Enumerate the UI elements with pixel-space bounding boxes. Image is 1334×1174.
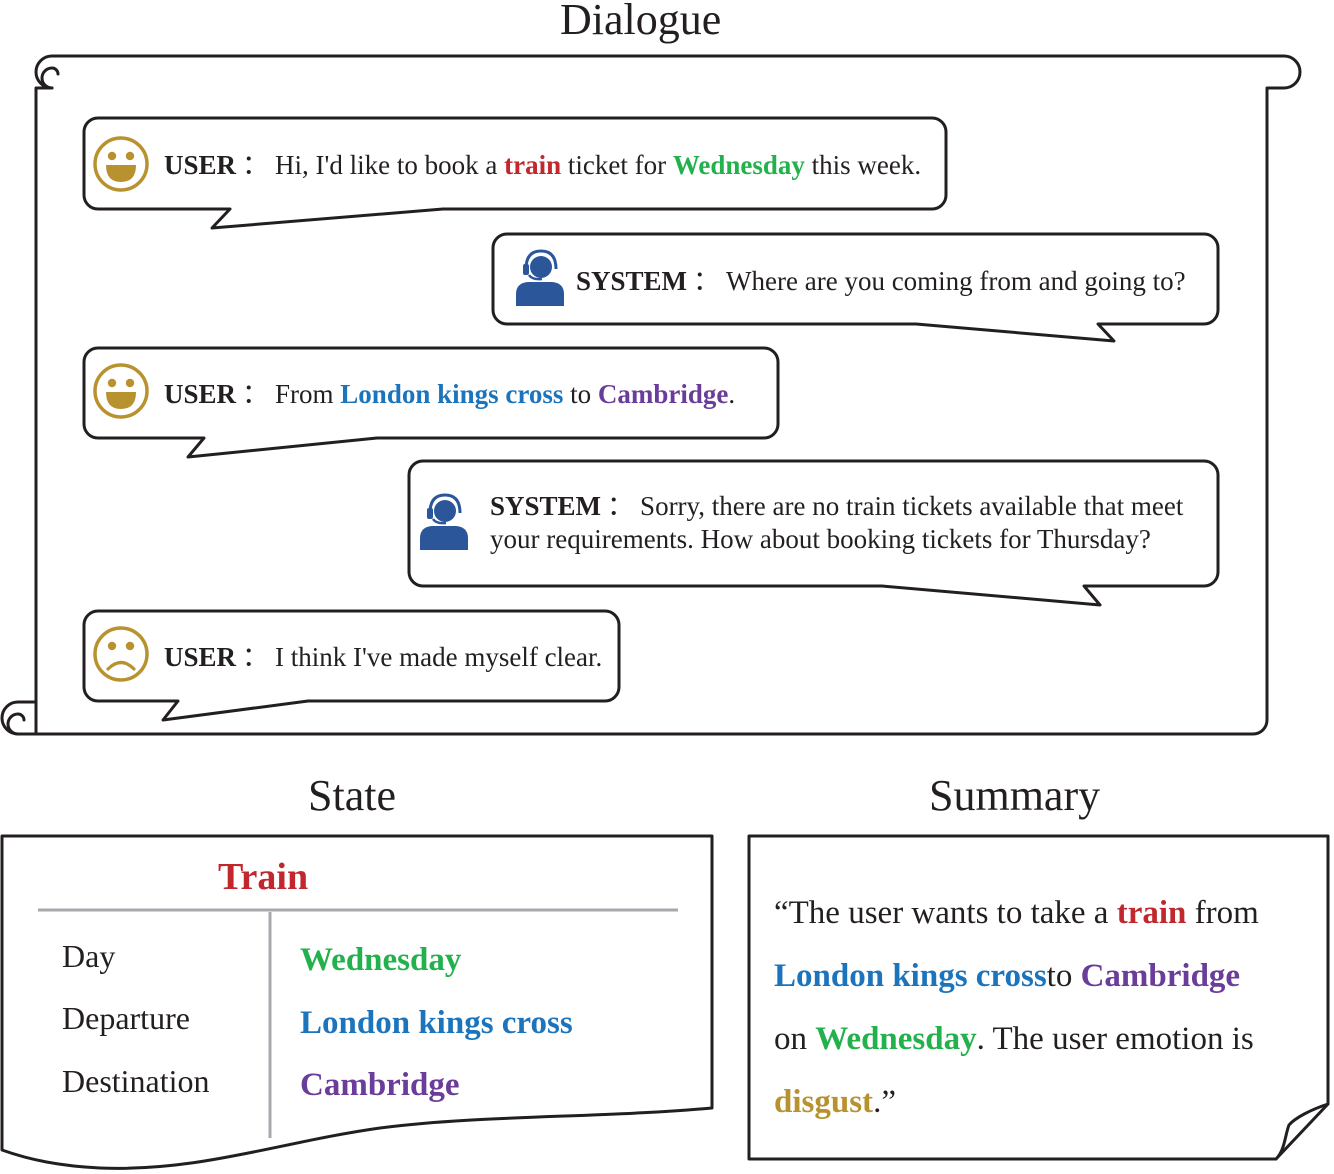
dialogue-turn-4: SYSTEM：Sorry, there are no train tickets… <box>490 490 1183 556</box>
dialogue-line: SYSTEM：Where are you coming from and goi… <box>576 265 1186 298</box>
dialogue-line: USER：I think I've made myself clear. <box>164 641 602 674</box>
text-run: Hi, I'd like to book a <box>275 150 505 180</box>
dialogue-line: your requirements. How about booking tic… <box>490 523 1183 556</box>
highlight-red: train <box>1116 895 1187 931</box>
sad-face-icon <box>93 626 149 682</box>
text-run: .” <box>873 1084 896 1120</box>
text-run: to <box>1046 958 1081 994</box>
dialogue-turn-1: USER：Hi, I'd like to book a train ticket… <box>164 149 921 182</box>
dialogue-turn-5: USER：I think I've made myself clear. <box>164 641 602 674</box>
speaker-label: USER <box>164 150 237 180</box>
summary-line-3: on Wednesday. The user emotion is <box>774 1021 1254 1058</box>
dialogue-line: USER：From London kings cross to Cambridg… <box>164 378 735 411</box>
text-run: Where are you coming from and going to? <box>726 266 1186 296</box>
speaker-separator: ： <box>242 150 270 180</box>
text-run: I think I've made myself clear. <box>275 642 603 672</box>
summary-page-fold <box>1274 1102 1330 1161</box>
highlight-purple: Cambridge <box>1080 958 1241 994</box>
text-run: “The user wants to take a <box>774 895 1117 931</box>
speech-bubble-4 <box>407 459 1220 607</box>
state-domain: Train <box>218 856 309 898</box>
speaker-separator: ： <box>693 266 721 296</box>
highlight-blue: London kings cross <box>774 958 1047 994</box>
dialogue-title: Dialogue <box>560 0 722 44</box>
text-run: on <box>774 1021 816 1057</box>
dialogue-turn-2: SYSTEM：Where are you coming from and goi… <box>576 265 1186 298</box>
state-slot-destination-value: Cambridge <box>300 1067 460 1103</box>
speech-bubble-3 <box>82 346 780 459</box>
speech-bubble-1 <box>82 116 948 230</box>
summary-line-1: “The user wants to take a train from <box>774 895 1259 932</box>
summary-page-outline <box>747 834 1330 1161</box>
dialogue-line: USER：Hi, I'd like to book a train ticket… <box>164 149 921 182</box>
speaker-separator: ： <box>242 379 270 409</box>
text-run: From <box>275 379 341 409</box>
highlight-purple: Cambridge <box>597 379 729 409</box>
summary-line-4: disgust.” <box>774 1084 896 1121</box>
speaker-separator: ： <box>607 491 635 521</box>
agent-headset-icon <box>420 493 468 550</box>
state-slot-departure-label: Departure <box>62 1000 190 1036</box>
highlight-green: Wednesday <box>672 150 805 180</box>
dialogue-turn-3: USER：From London kings cross to Cambridg… <box>164 378 735 411</box>
speaker-label: SYSTEM <box>490 491 602 521</box>
dialogue-line: SYSTEM：Sorry, there are no train tickets… <box>490 490 1183 523</box>
speech-bubble-5 <box>82 609 621 722</box>
highlight-gold: disgust <box>774 1084 874 1120</box>
highlight-blue: London kings cross <box>340 379 564 409</box>
text-run: ticket for <box>561 150 673 180</box>
state-slot-departure-value: London kings cross <box>300 1005 573 1041</box>
text-run: this week. <box>804 150 922 180</box>
state-title: State <box>308 771 396 820</box>
speaker-label: USER <box>164 642 237 672</box>
highlight-green: Wednesday <box>815 1021 977 1057</box>
summary-line-2: London kings crossto Cambridge <box>774 958 1240 995</box>
text-run: from <box>1186 895 1259 931</box>
scroll-outline <box>0 54 1302 736</box>
text-run: Sorry, there are no train tickets availa… <box>640 491 1184 521</box>
state-paper-outline <box>0 834 714 1170</box>
text-run: to <box>563 379 598 409</box>
summary-title: Summary <box>929 771 1101 820</box>
state-slot-day-value: Wednesday <box>300 942 462 978</box>
speaker-label: USER <box>164 379 237 409</box>
happy-face-icon <box>93 136 149 192</box>
state-slot-day-label: Day <box>62 938 116 974</box>
speaker-separator: ： <box>242 642 270 672</box>
text-run: . <box>728 379 736 409</box>
state-slot-destination-label: Destination <box>62 1063 210 1099</box>
happy-face-icon <box>93 363 149 419</box>
highlight-red: train <box>504 150 562 180</box>
speaker-label: SYSTEM <box>576 266 688 296</box>
speech-bubble-2 <box>491 232 1220 343</box>
agent-headset-icon <box>516 249 564 306</box>
text-run: . The user emotion is <box>976 1021 1254 1057</box>
text-run: your requirements. How about booking tic… <box>490 524 1151 554</box>
